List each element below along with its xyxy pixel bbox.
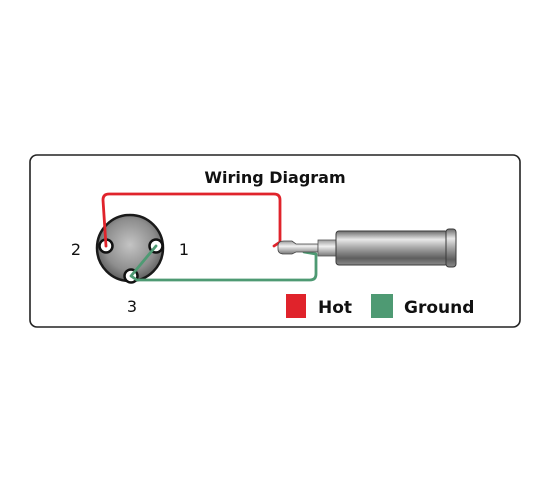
legend-swatch-hot (286, 294, 306, 318)
legend-label-ground: Ground (404, 298, 474, 318)
plug-shaft (317, 239, 337, 257)
hot-wire (101, 192, 282, 248)
plug-end (445, 228, 457, 268)
diagram-title: Wiring Diagram (204, 168, 345, 187)
pin-label-3: 3 (127, 297, 137, 316)
ground-wire (129, 244, 318, 282)
mono-plug (277, 228, 457, 268)
legend-label-hot: Hot (318, 298, 352, 318)
pin-label-1: 1 (179, 240, 189, 259)
legend: Hot Ground (286, 294, 474, 318)
pin-label-2: 2 (71, 240, 81, 259)
plug-body (335, 230, 449, 266)
diagram-frame (29, 154, 521, 328)
legend-swatch-ground (371, 294, 393, 318)
